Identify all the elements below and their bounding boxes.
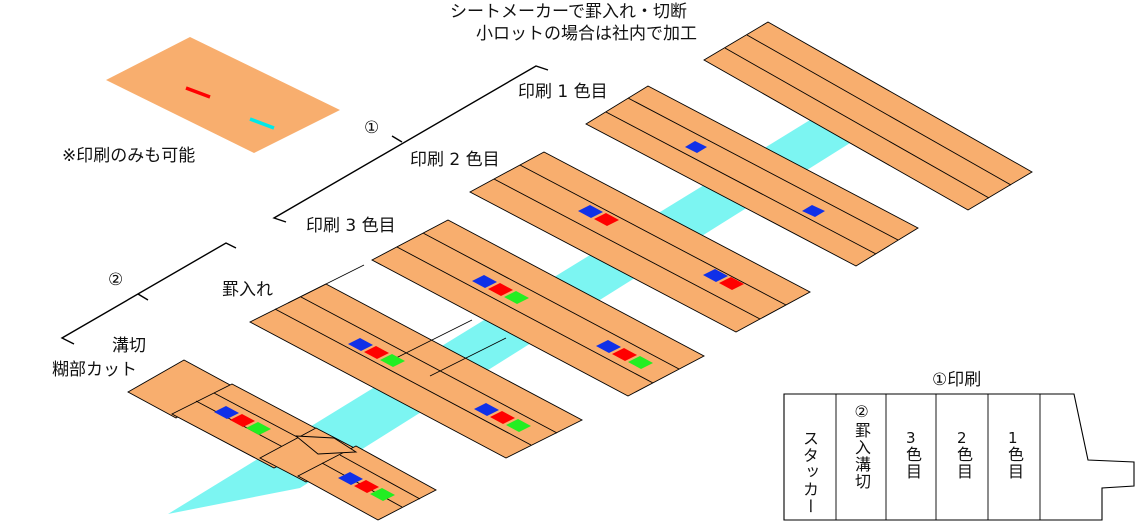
blue-print-mark — [472, 275, 497, 288]
red-print-mark — [612, 348, 637, 361]
red-print-mark — [719, 277, 744, 290]
bracket-step2-tick — [137, 293, 149, 301]
blue-print-mark — [802, 205, 825, 217]
label-print-color3: 印刷 3 色目 — [306, 216, 396, 236]
blue-print-mark — [596, 340, 621, 353]
machine-color2-number: 2 — [957, 429, 967, 447]
board-print-color2 — [469, 151, 811, 333]
red-print-mark — [490, 411, 515, 424]
bracket-step1-tick — [391, 135, 403, 143]
red-print-mark — [364, 346, 389, 359]
label-print-color2: 印刷 2 色目 — [410, 150, 500, 170]
step2-marker: ② — [108, 270, 124, 290]
sample-cyan-mark — [249, 117, 275, 130]
green-print-mark — [246, 422, 271, 435]
green-print-mark — [504, 291, 529, 304]
blue-print-mark — [703, 269, 728, 282]
machine-color3-label: 色目 — [903, 446, 922, 480]
step1-marker: ① — [364, 118, 380, 138]
green-print-mark — [628, 356, 653, 369]
red-print-mark — [594, 213, 619, 226]
label-print-color1: 印刷 1 色目 — [518, 82, 608, 102]
blue-print-mark — [474, 403, 499, 416]
raw-sheet-board — [703, 21, 1033, 211]
top-note-line1: シートメーカーで罫入れ・切断 — [450, 2, 687, 22]
red-print-mark — [488, 283, 513, 296]
label-slotting: 溝切 — [112, 336, 146, 356]
machine-color1-label: 色目 — [1005, 446, 1024, 480]
blue-print-mark — [338, 472, 363, 485]
green-print-mark — [506, 419, 531, 432]
machine-title: ①印刷 — [932, 370, 982, 390]
sample-printed-sheet — [106, 37, 340, 153]
label-glue-cut: 糊部カット — [52, 360, 137, 380]
machine-color2-label: 色目 — [954, 446, 973, 480]
blue-print-mark — [685, 141, 707, 153]
blue-print-mark — [578, 205, 603, 218]
green-print-mark — [380, 354, 405, 367]
board-print-color1 — [585, 85, 919, 267]
machine-layout — [783, 393, 1135, 521]
sample-red-mark — [185, 86, 211, 99]
machine-crease-slot-label: ②罫入溝切 — [852, 402, 871, 490]
red-print-mark — [230, 414, 255, 427]
bracket-step1 — [272, 65, 549, 223]
print-only-note: ※印刷のみも可能 — [62, 146, 196, 166]
machine-color3-number: 3 — [906, 429, 916, 447]
machine-stacker-label: スタッカー — [800, 430, 819, 515]
red-print-mark — [354, 480, 379, 493]
blue-print-mark — [348, 338, 373, 351]
label-creasing: 罫入れ — [222, 280, 273, 300]
board-print-color3 — [371, 219, 705, 397]
board-creasing — [249, 264, 583, 459]
machine-color1-number: 1 — [1008, 429, 1018, 447]
green-print-mark — [370, 488, 395, 501]
blue-print-mark — [214, 406, 239, 419]
top-note-line2: 小ロットの場合は社内で加工 — [476, 24, 697, 44]
bracket-step2 — [60, 242, 237, 345]
board-slotted-glue-cut — [127, 359, 437, 521]
